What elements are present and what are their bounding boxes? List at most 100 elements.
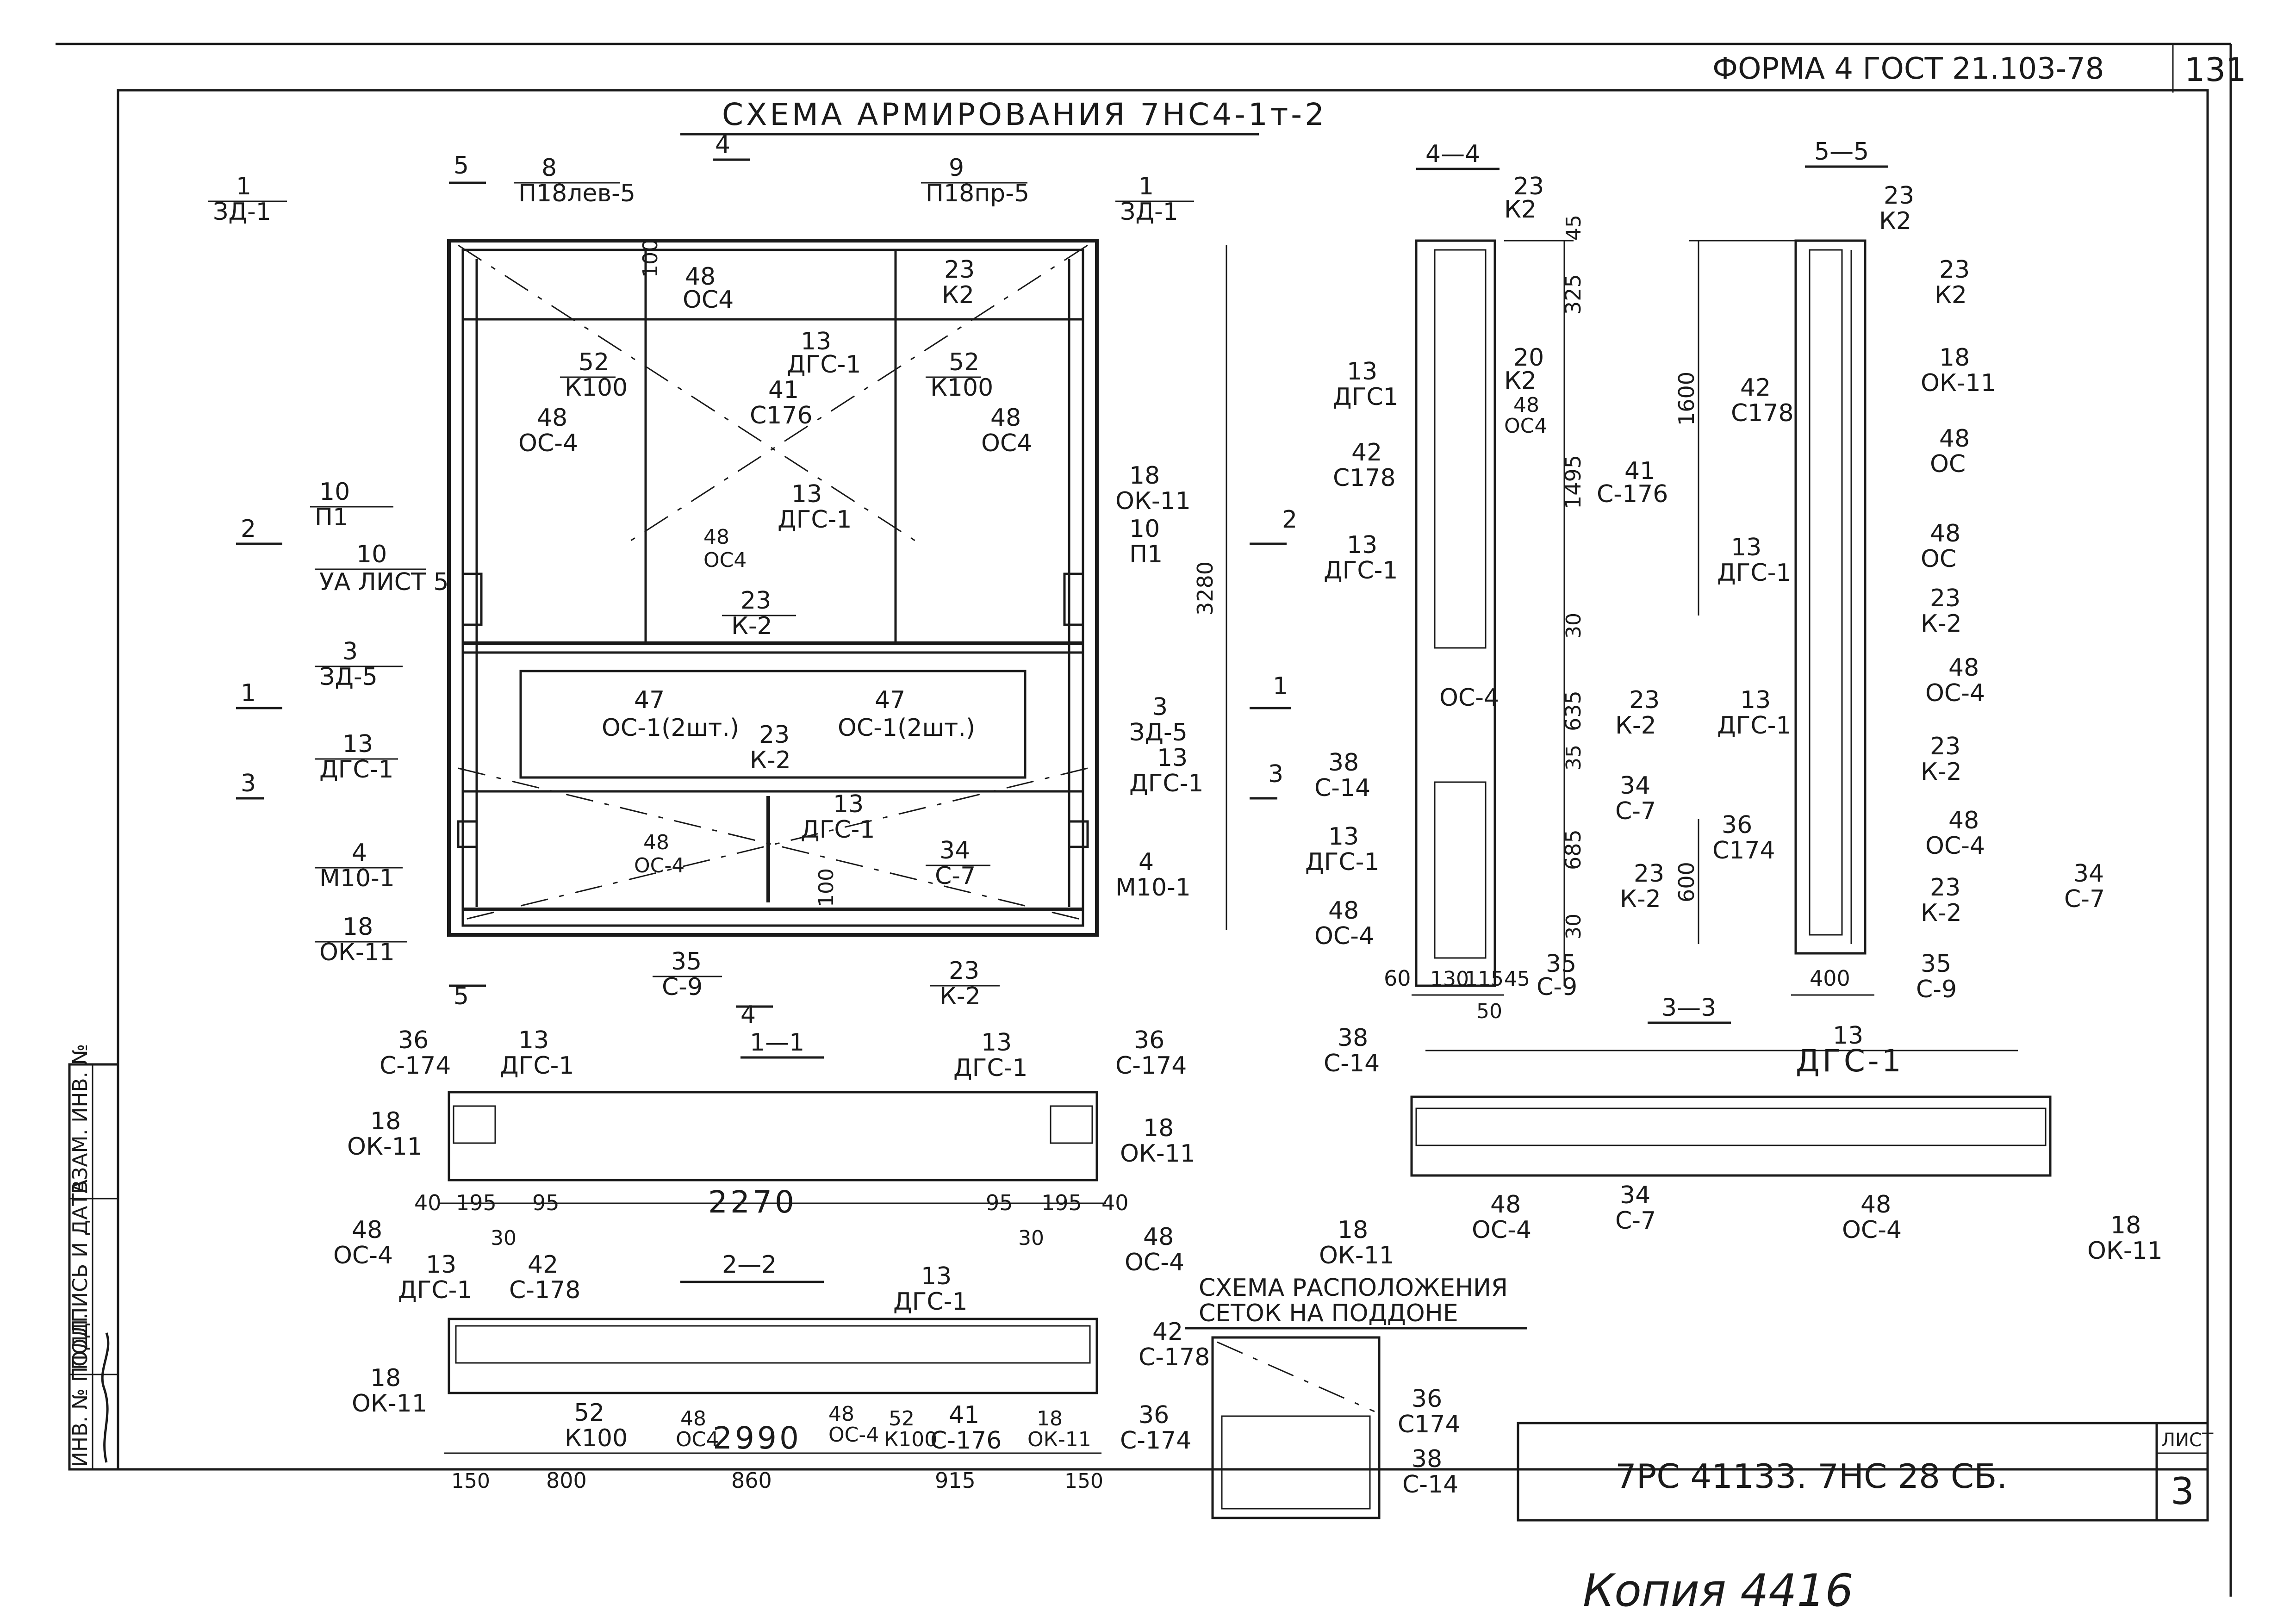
s55-23b-num: 23	[1939, 256, 1970, 284]
label-18a-mark: ОК-11	[1115, 487, 1191, 515]
label-47a-mark: ОС-1(2шт.)	[602, 714, 739, 742]
s22-52-num: 52	[574, 1399, 604, 1427]
s11-dim-40b: 40	[1101, 1190, 1129, 1215]
s44-41-mark: С-176	[1597, 480, 1668, 508]
label-23c-num: 23	[759, 721, 790, 749]
label-23d-mark: К-2	[940, 983, 981, 1010]
s22-13b-mark: ДГС-1	[893, 1288, 968, 1316]
mesh-36b-num: 36	[1412, 1385, 1442, 1413]
s33-13-mark: ДГС-1	[1796, 1043, 1904, 1079]
window-opening	[519, 670, 1027, 779]
label-9-num: 9	[949, 154, 964, 182]
s44-48a-num: 48	[1513, 393, 1539, 417]
s11-dim-195b: 195	[1041, 1190, 1082, 1215]
s33-38-num: 38	[1338, 1024, 1368, 1052]
mesh-pallet-outline	[1211, 1336, 1381, 1519]
s44-48b-num: 48	[1328, 897, 1359, 925]
label-48b-mark: ОС-4	[518, 429, 578, 457]
s44-23b-num: 23	[1629, 686, 1660, 714]
label-13d-mark: ДГС-1	[1129, 770, 1204, 797]
label-23d-num: 23	[949, 957, 979, 985]
insulation	[455, 1325, 1091, 1364]
label-4b-mark: М10-1	[1115, 874, 1191, 902]
insulation	[1415, 1107, 2047, 1146]
label-52b-num: 52	[949, 348, 979, 376]
s44-13b-mark: ДГС-1	[1324, 557, 1398, 585]
s44-13c-num: 13	[1328, 823, 1359, 851]
s55-48b-mark: ОС	[1921, 545, 1956, 573]
section-2-2-outline	[448, 1318, 1098, 1394]
s33-18a-num: 18	[1338, 1216, 1368, 1244]
s11-48a-num: 48	[352, 1216, 382, 1244]
s22-52b-mark: К100	[884, 1428, 937, 1451]
section-5-5-outline	[1794, 239, 1867, 955]
s55-23c-mark: К-2	[1921, 610, 1962, 638]
s44-dim-60: 60	[1384, 966, 1411, 991]
mesh-42-num: 42	[1152, 1318, 1183, 1346]
s11-18b-num: 18	[1143, 1114, 1174, 1142]
s11-13a-num: 13	[518, 1026, 549, 1054]
label-3a-mark: ЗД-5	[319, 663, 378, 691]
label-8-mark: П18лев-5	[518, 180, 635, 207]
s55-42-mark: С178	[1731, 399, 1794, 427]
s11-13a-mark: ДГС-1	[500, 1052, 574, 1080]
s22-48b-num: 48	[828, 1402, 854, 1426]
cut-marker-5b: 5	[454, 983, 469, 1010]
label-23c-mark: К-2	[750, 746, 791, 774]
label-41-num: 41	[768, 376, 799, 404]
insulation	[1809, 249, 1843, 936]
s44-35-num: 35	[1546, 950, 1576, 978]
s44-23c-mark: К-2	[1620, 885, 1661, 913]
label-48d-num: 48	[703, 525, 729, 549]
s11-48b-num: 48	[1143, 1223, 1174, 1251]
s55-13a-num: 13	[1731, 534, 1761, 561]
s33-48b-num: 48	[1860, 1191, 1891, 1219]
s11-dim-30a: 30	[491, 1226, 516, 1250]
insulation-right	[1050, 1105, 1093, 1144]
cut-marker-2: 2	[241, 515, 256, 543]
s44-48b-mark: ОС-4	[1314, 922, 1374, 950]
section-3-3-outline	[1410, 1095, 2052, 1177]
label-3b-mark: ЗД-5	[1129, 719, 1188, 746]
label-4b-num: 4	[1139, 848, 1154, 876]
section-4-4-title: 4—4	[1425, 140, 1480, 168]
s22-18b-mark: ОК-11	[1027, 1428, 1091, 1451]
s44-cut-1: 1	[1273, 672, 1288, 700]
s22-13a-num: 13	[426, 1251, 456, 1279]
side-inv-podl: ИНВ. № ПОДЛ.	[68, 1313, 92, 1467]
s11-dim-30b: 30	[1018, 1226, 1044, 1250]
stamp-box	[1517, 1422, 2209, 1522]
label-47b-mark: ОС-1(2шт.)	[838, 714, 975, 742]
s11-36a-mark: С-174	[380, 1052, 451, 1080]
s11-18a-num: 18	[370, 1107, 401, 1135]
s44-13a-mark: ДГС1	[1333, 383, 1399, 411]
insulation-lower	[1434, 781, 1487, 959]
label-48a-mark: ОС4	[683, 286, 734, 314]
label-48e-num: 48	[643, 831, 669, 854]
label-13b-num: 13	[791, 480, 822, 508]
label-3a-num: 3	[342, 638, 358, 665]
label-13e-num: 13	[833, 790, 864, 818]
s44-13c-mark: ДГС-1	[1305, 848, 1380, 876]
label-35a-num: 35	[671, 948, 702, 976]
s44-dim-35: 35	[1562, 745, 1586, 771]
s44-42-mark: С178	[1333, 464, 1396, 492]
embed-plate-left	[457, 820, 478, 848]
label-10b-num: 10	[356, 541, 387, 568]
label-48c-num: 48	[990, 404, 1021, 432]
cut-marker-5a: 5	[454, 152, 469, 180]
label-47a-num: 47	[634, 686, 665, 714]
stamp-list-number: 3	[2171, 1470, 2194, 1513]
label-48a-num: 48	[685, 263, 716, 291]
label-1-mark: ЗД-1	[213, 198, 271, 226]
s44-dim-685: 685	[1561, 829, 1586, 870]
s55-48d-mark: ОС-4	[1925, 832, 1985, 860]
s55-13a-mark: ДГС-1	[1717, 559, 1792, 587]
label-35a-mark: С-9	[662, 973, 703, 1001]
label-23a-mark: К2	[942, 281, 974, 309]
s55-35-mark: С-9	[1916, 976, 1957, 1003]
diagonal-2	[629, 244, 1088, 542]
s11-dim-95a: 95	[532, 1190, 560, 1215]
elevation-labels: 1 ЗД-1 8 П18лев-5 9 П18пр-5 1 ЗД-1 48 ОС…	[208, 131, 1227, 1029]
